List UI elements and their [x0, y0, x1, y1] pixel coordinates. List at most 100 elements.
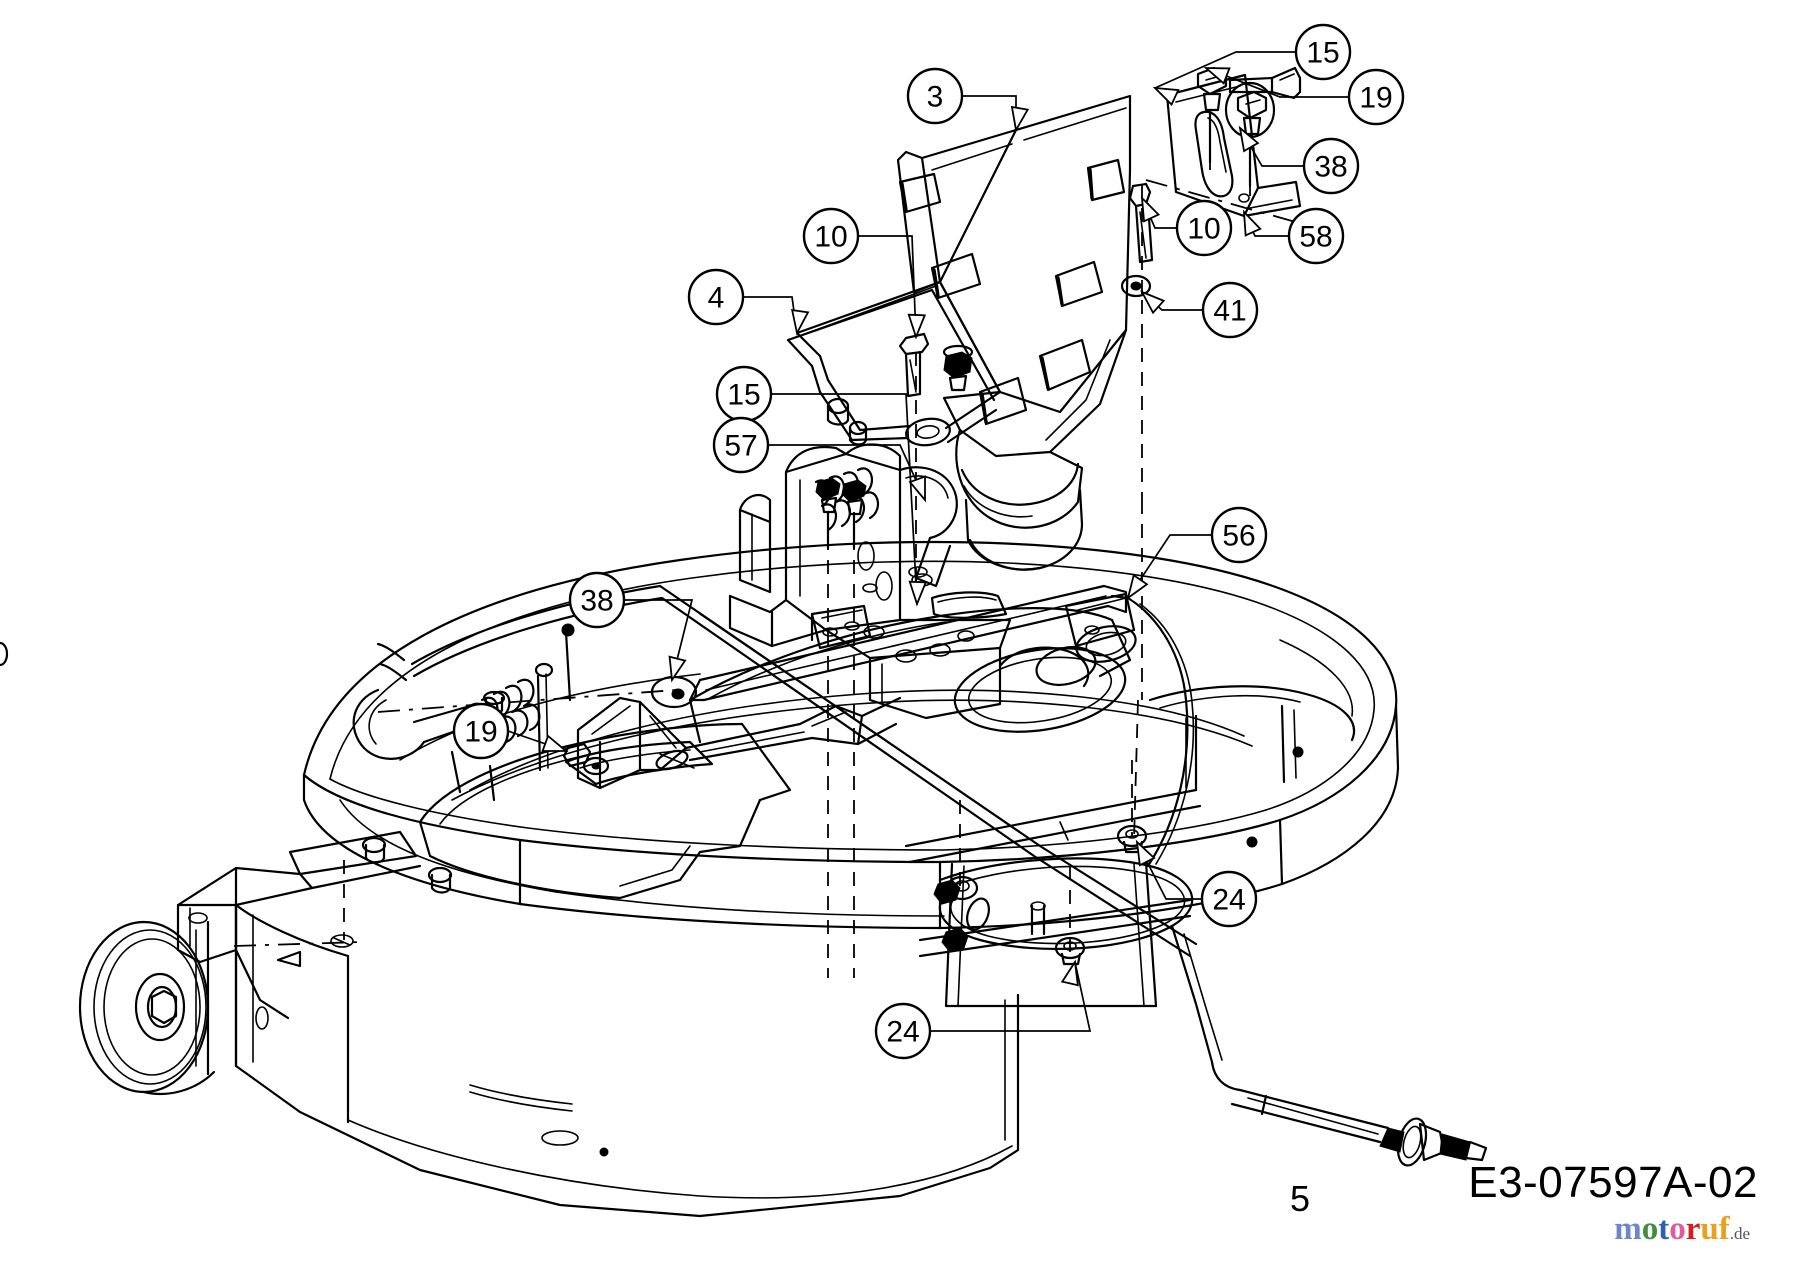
- callout-bubble: [568, 571, 626, 629]
- callout-56: 56: [1126, 506, 1268, 601]
- callout-bubble: [1201, 281, 1259, 339]
- callout-arrowhead: [1152, 86, 1180, 107]
- callout-bubble: [452, 702, 510, 760]
- callout-arrowhead: [1203, 67, 1231, 85]
- callout-number: 4: [708, 282, 725, 315]
- callout-leader: [1154, 51, 1296, 89]
- callout-number: 15: [1306, 37, 1339, 70]
- callout-bubble: [1175, 199, 1233, 257]
- bolt-15-top: [1228, 66, 1302, 100]
- callout-number: 58: [1299, 221, 1332, 254]
- callout-leader: [624, 599, 694, 681]
- callout-number: 57: [724, 430, 757, 463]
- callout-leader: [1127, 534, 1212, 599]
- callout-leader: [1205, 67, 1349, 98]
- callout-number: 38: [1314, 151, 1347, 184]
- callout-number: 10: [1187, 213, 1220, 246]
- callout-38: 38: [1238, 125, 1360, 195]
- callout-number: 41: [1213, 295, 1246, 328]
- deck-rear-loop-bar: [1110, 594, 1195, 868]
- callout-number: 19: [464, 716, 497, 749]
- nut-center: [942, 344, 974, 392]
- callout-bubble: [1302, 137, 1360, 195]
- callout-bubble: [1294, 23, 1352, 81]
- callout-arrowhead: [908, 475, 926, 503]
- callout-bubble: [1210, 506, 1268, 564]
- watermark-motoruf: motoruf.de: [1614, 1213, 1750, 1246]
- callout-19: 19: [452, 702, 569, 760]
- watermark-suffix: .de: [1729, 1224, 1750, 1243]
- watermark-letter-4: r: [1685, 1211, 1701, 1247]
- callout-24: 24: [1135, 839, 1258, 928]
- callout-leader: [858, 235, 917, 338]
- assembly-centerlines: [233, 110, 1311, 978]
- bolt-19-lower: [562, 742, 610, 776]
- callout-arrowhead: [1242, 209, 1262, 237]
- callout-bubble: [874, 1002, 932, 1060]
- callout-leader: [962, 95, 1017, 130]
- callout-leader: [771, 393, 918, 605]
- callout-38: 38: [568, 571, 694, 683]
- boss-bottom-left-2: [427, 866, 453, 894]
- callout-number: 38: [580, 585, 613, 618]
- callout-bubble: [802, 207, 860, 265]
- boss-bottom-left: [361, 836, 387, 864]
- callout-number: 10: [814, 221, 847, 254]
- part-label-5: 5: [1290, 1178, 1311, 1219]
- callout-3: 3: [906, 67, 1030, 133]
- callout-arrowhead: [907, 313, 927, 340]
- watermark-letter-5: u: [1700, 1211, 1719, 1247]
- callout-24: 24: [874, 959, 1092, 1060]
- callout-15: 15: [715, 365, 928, 607]
- callout-bubble: [906, 67, 964, 125]
- callout-arrowhead: [668, 655, 687, 683]
- callout-leader: [930, 961, 1092, 1032]
- callout-number: 19: [1359, 82, 1392, 115]
- bolt-10-left: [898, 332, 930, 398]
- callout-arrowhead: [541, 734, 569, 752]
- callout-arrowhead: [790, 309, 810, 336]
- callout-number: 24: [1212, 884, 1245, 917]
- watermark-letter-2: t: [1658, 1211, 1670, 1247]
- callout-number: 15: [727, 379, 760, 412]
- callout-arrowhead: [1010, 105, 1030, 133]
- callout-bubble: [687, 268, 745, 326]
- callout-10: 10: [802, 207, 927, 340]
- callout-15: 15: [1152, 23, 1352, 107]
- discharge-chute: [896, 94, 1132, 571]
- callout-bubble: [1347, 68, 1405, 126]
- callout-arrowhead: [1126, 573, 1149, 601]
- wheel-mounting-bracket-left: [176, 830, 422, 1068]
- callout-number: 3: [927, 81, 944, 114]
- callout-arrowhead: [1238, 125, 1260, 153]
- drawing-code-label: E3-07597A-02: [1468, 1158, 1758, 1207]
- callout-41: 41: [1140, 281, 1259, 339]
- callout-10: 10: [1140, 195, 1233, 257]
- callout-arrowhead: [1140, 290, 1166, 315]
- deck-gauge-wheel-left: [78, 920, 216, 1096]
- callout-19: 19: [1203, 67, 1405, 126]
- callout-number: 24: [886, 1016, 919, 1049]
- callout-arrowhead: [1060, 959, 1079, 987]
- watermark-letter-3: o: [1669, 1211, 1686, 1247]
- callout-arrowhead: [1135, 839, 1156, 867]
- bolt-10-right: [1128, 182, 1154, 264]
- washer-41: [1120, 274, 1152, 298]
- chute-support-frame: [786, 252, 1104, 447]
- fasteners-group: [361, 66, 1302, 966]
- callout-58: 58: [1242, 207, 1345, 265]
- callout-layer: 3 15 19 38 10 58 10 4 41 15 57 56 38 19 24 24: [452, 23, 1405, 1060]
- callout-57: 57: [712, 416, 926, 503]
- deck-lift-rod-assembly: [904, 788, 1488, 1167]
- deck-center-support-bar: [688, 584, 1136, 702]
- watermark-letter-1: o: [1641, 1211, 1659, 1247]
- callout-bubble: [1200, 870, 1258, 928]
- deck-diagonal-tube: [0, 584, 1198, 958]
- watermark-letter-6: f: [1718, 1211, 1730, 1247]
- watermark-letter-0: m: [1614, 1211, 1642, 1247]
- callout-arrowhead: [1140, 195, 1161, 223]
- callout-bubble: [1287, 207, 1345, 265]
- callout-arrowhead: [908, 580, 928, 607]
